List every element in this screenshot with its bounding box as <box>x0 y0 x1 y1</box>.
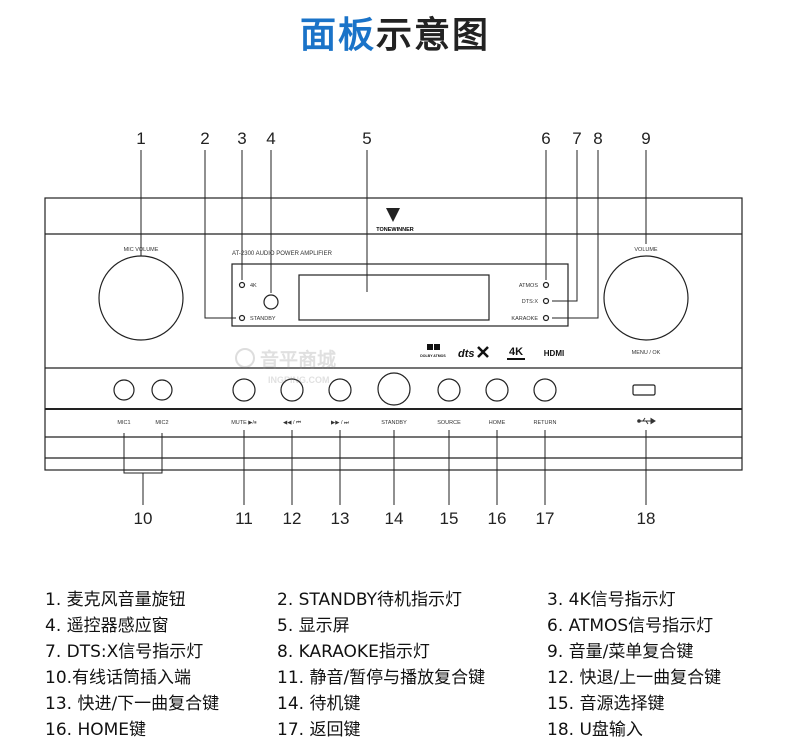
ind-dtsx-label: DTS:X <box>522 299 539 305</box>
mic1-jack[interactable] <box>113 379 135 401</box>
legend-item: 1. 麦克风音量旋钮 <box>45 590 186 610</box>
hdmi-logo: HDMI <box>544 349 564 358</box>
model-label: AT-2300 AUDIO POWER AMPLIFIER <box>232 251 333 257</box>
svg-text:音平商城: 音平商城 <box>260 348 336 371</box>
callout-14: 14 <box>385 509 404 528</box>
callout-4: 4 <box>266 129 275 148</box>
legend-item: 6. ATMOS信号指示灯 <box>547 616 714 636</box>
4k-logo: 4K <box>509 346 523 358</box>
dts-x-mark <box>477 346 489 358</box>
brand-logo <box>386 208 400 222</box>
page-title: 面板示意图 <box>0 6 790 58</box>
display-window-frame <box>231 263 569 327</box>
legend-item: 10.有线话筒插入端 <box>45 668 192 688</box>
source-label: SOURCE <box>437 420 461 426</box>
remote-sensor-window <box>263 294 279 310</box>
mic1-label: MIC1 <box>117 420 130 426</box>
watermark: 音平商城 INGPING.COM <box>235 348 336 385</box>
callout-10: 10 <box>134 509 153 528</box>
title-part-1: 面板 <box>299 15 376 56</box>
legend-item: 16. HOME键 <box>45 720 147 740</box>
led-dtsx <box>542 297 550 305</box>
next-button[interactable] <box>328 378 352 402</box>
home-label: HOME <box>489 420 506 426</box>
return-label: RETURN <box>534 420 557 426</box>
led-atmos <box>542 281 550 289</box>
callout-3: 3 <box>237 129 246 148</box>
legend-item: 14. 待机键 <box>277 694 361 714</box>
standby-btn-label: STANDBY <box>381 420 407 426</box>
legend-item: 18. U盘输入 <box>547 720 643 740</box>
legend-item: 15. 音源选择键 <box>547 694 665 714</box>
mic2-jack[interactable] <box>151 379 173 401</box>
legend-item: 4. 遥控器感应窗 <box>45 616 169 636</box>
callout-16: 16 <box>488 509 507 528</box>
callout-17: 17 <box>536 509 555 528</box>
led-standby <box>238 314 246 322</box>
standby-button[interactable] <box>377 372 411 406</box>
callout-7: 7 <box>572 129 581 148</box>
legend-item: 3. 4K信号指示灯 <box>547 590 676 610</box>
mic-volume-knob[interactable] <box>98 255 184 341</box>
callout-6: 6 <box>541 129 550 148</box>
callout-8: 8 <box>593 129 602 148</box>
legend-item: 11. 静音/暂停与播放复合键 <box>277 668 486 688</box>
legend-item: 12. 快退/上一曲复合键 <box>547 668 722 688</box>
ind-standby-label: STANDBY <box>250 316 276 322</box>
legend-item: 2. STANDBY待机指示灯 <box>277 590 463 610</box>
legend-item: 17. 返回键 <box>277 720 361 740</box>
4k-logo-bar <box>507 358 525 360</box>
svg-text:DOLBY ATMOS: DOLBY ATMOS <box>420 354 446 358</box>
prev-label: ◀◀ / ⏮ <box>283 420 301 426</box>
callout-13: 13 <box>331 509 350 528</box>
next-label: ▶▶ / ⏭ <box>331 420 349 426</box>
usb-icon <box>637 417 656 425</box>
usb-port[interactable] <box>632 384 656 396</box>
callout-9: 9 <box>641 129 650 148</box>
callout-1: 1 <box>136 129 145 148</box>
volume-knob[interactable] <box>603 255 689 341</box>
dts-logo: dts <box>458 348 475 360</box>
menu-ok-label: MENU / OK <box>632 350 661 356</box>
callout-2: 2 <box>200 129 209 148</box>
legend-item: 9. 音量/菜单复合键 <box>547 642 694 662</box>
ind-karaoke-label: KARAOKE <box>511 316 538 322</box>
ind-4k-label: 4K <box>250 283 257 289</box>
amplifier-panel-diagram: TONEWINNER MIC VOLUME VOLUME MENU / OK A… <box>44 129 743 528</box>
callout-12: 12 <box>283 509 302 528</box>
dolby-atmos-logo: DOLBY ATMOS <box>420 344 446 358</box>
return-button[interactable] <box>533 378 557 402</box>
home-button[interactable] <box>485 378 509 402</box>
mic2-label: MIC2 <box>155 420 168 426</box>
legend-item: 5. 显示屏 <box>277 616 350 636</box>
display-screen <box>298 274 490 321</box>
source-button[interactable] <box>437 378 461 402</box>
led-4k <box>238 281 246 289</box>
callout-15: 15 <box>440 509 459 528</box>
callout-18: 18 <box>637 509 656 528</box>
legend-item: 13. 快进/下一曲复合键 <box>45 694 220 714</box>
prev-button[interactable] <box>280 378 304 402</box>
ind-atmos-label: ATMOS <box>519 283 538 289</box>
led-karaoke <box>542 314 550 322</box>
panel-outline <box>44 197 743 471</box>
mute-button[interactable] <box>232 378 256 402</box>
mute-label: MUTE ▶/⏸ <box>231 420 257 426</box>
callout-5: 5 <box>362 129 371 148</box>
legend-item: 8. KARAOKE指示灯 <box>277 642 430 662</box>
brand-text: TONEWINNER <box>376 227 414 233</box>
legend-item: 7. DTS:X信号指示灯 <box>45 642 204 662</box>
callout-11: 11 <box>235 509 253 528</box>
volume-label: VOLUME <box>634 247 658 253</box>
svg-text:INGPING.COM: INGPING.COM <box>268 375 330 385</box>
title-part-2: 示意图 <box>376 15 491 56</box>
